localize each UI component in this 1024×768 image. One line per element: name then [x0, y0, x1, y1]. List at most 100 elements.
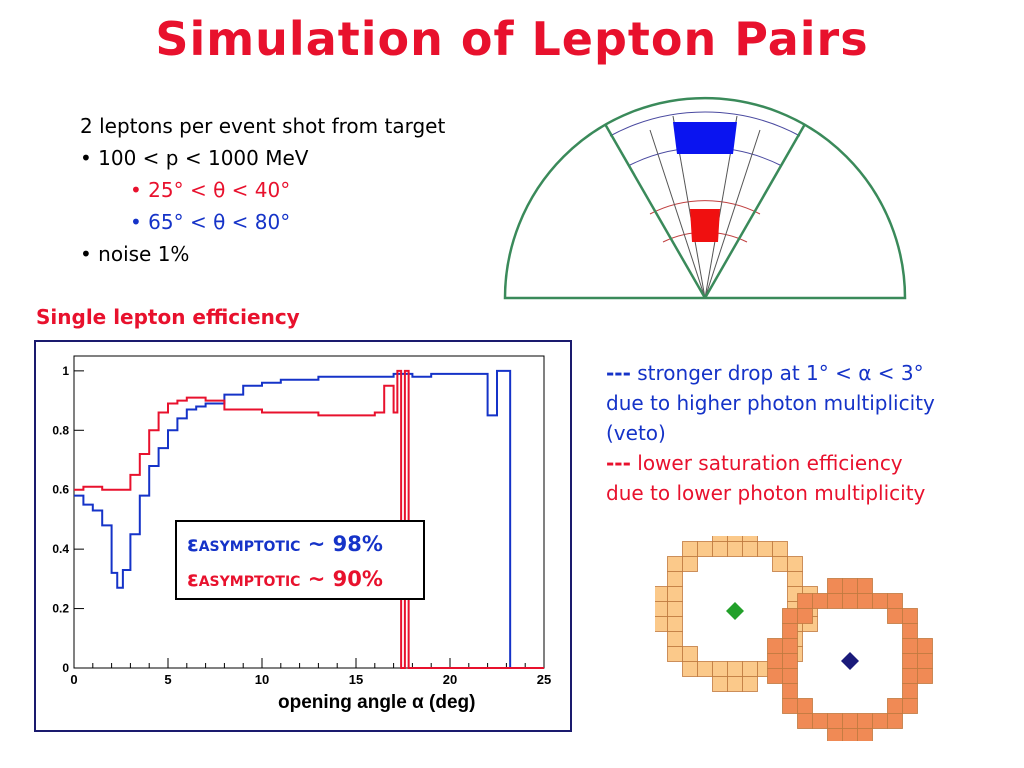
ring-cell-light	[667, 586, 683, 602]
ring-cell-dark	[782, 653, 798, 669]
x-tick-label: 20	[443, 672, 457, 687]
y-tick-label: 0	[62, 661, 69, 675]
note-red-text: lower saturation efficiency	[637, 451, 903, 475]
ring-cell-light	[787, 571, 803, 587]
ring-cell-dark	[887, 608, 903, 624]
epsilon-red: ε	[187, 567, 199, 591]
ring-cell-dark	[902, 683, 918, 699]
ring-cell-light	[682, 541, 698, 557]
asymptotic-blue: εASYMPTOTIC ~ 98%	[187, 528, 423, 563]
ring-cell-light	[712, 676, 728, 692]
asymptotic-red: εASYMPTOTIC ~ 90%	[187, 563, 423, 598]
ring-cell-dark	[812, 593, 828, 609]
ring-cell-dark	[917, 653, 933, 669]
ring-cell-light	[742, 661, 758, 677]
slide-title: Simulation of Lepton Pairs	[155, 12, 869, 66]
ring-cell-dark	[857, 593, 873, 609]
ring-cell-light	[667, 601, 683, 617]
ring-cell-dark	[917, 638, 933, 654]
ring-cell-light	[772, 556, 788, 572]
ring-cell-light	[655, 601, 668, 617]
ring-cell-dark	[827, 593, 843, 609]
ring-cell-light	[697, 661, 713, 677]
ring-cell-dark	[902, 638, 918, 654]
ring-cell-light	[712, 536, 728, 542]
ring-cell-dark	[872, 593, 888, 609]
ring-cell-dark	[842, 713, 858, 729]
plot-area	[73, 355, 545, 669]
ring-cell-dark	[767, 638, 783, 654]
ring-cell-dark	[917, 668, 933, 684]
ring-cell-light	[667, 571, 683, 587]
param-leptons: 2 leptons per event shot from target	[80, 114, 446, 138]
ring-cell-dark	[902, 608, 918, 624]
param-momentum: • 100 < p < 1000 MeV	[80, 146, 309, 170]
ring-cell-light	[655, 586, 668, 602]
ring-cell-light	[667, 631, 683, 647]
ring-cell-dark	[857, 578, 873, 594]
ring-cell-light	[682, 661, 698, 677]
ring-cell-dark	[797, 713, 813, 729]
calorimeter-rings-diagram	[655, 536, 933, 741]
y-tick-label: 1	[62, 364, 69, 378]
ring-cell-light	[742, 676, 758, 692]
ring-cell-dark	[902, 623, 918, 639]
ring-cell-dark	[902, 653, 918, 669]
ring-cell-light	[682, 646, 698, 662]
y-tick-label: 0.8	[52, 423, 69, 437]
ring-cell-light	[772, 541, 788, 557]
ring-cell-dark	[827, 713, 843, 729]
ring-cell-light	[742, 536, 758, 542]
note-blue-line3: (veto)	[606, 421, 666, 445]
red-hit-cell	[690, 209, 720, 242]
ring-cell-light	[787, 556, 803, 572]
note-blue: --- stronger drop at 1° < α < 3°	[606, 358, 935, 388]
red-dash: ---	[606, 451, 631, 475]
y-tick-label: 0.2	[52, 602, 69, 616]
blue-hit-cell	[673, 122, 737, 154]
ring-cell-dark	[902, 668, 918, 684]
note-red: --- lower saturation efficiency	[606, 448, 935, 478]
ring-cell-light	[727, 661, 743, 677]
ring-cell-dark	[857, 713, 873, 729]
epsilon-blue: ε	[187, 532, 199, 556]
ring-cell-dark	[782, 638, 798, 654]
ring-cell-light	[712, 541, 728, 557]
ring-cell-dark	[797, 593, 813, 609]
x-tick-label: 5	[164, 672, 171, 687]
x-tick-label: 25	[537, 672, 551, 687]
param-theta-red: • 25° < θ < 40°	[130, 178, 291, 202]
ring-cell-dark	[767, 668, 783, 684]
series-line-red	[74, 369, 544, 669]
asymptotic-blue-sub: ASYMPTOTIC	[198, 539, 301, 555]
ring-cell-dark	[797, 698, 813, 714]
ring-cell-dark	[887, 713, 903, 729]
y-tick-label: 0.4	[52, 542, 69, 556]
ring-cell-dark	[782, 683, 798, 699]
ring-cell-dark	[812, 713, 828, 729]
ring-cell-dark	[842, 728, 858, 741]
x-tick-label: 10	[255, 672, 269, 687]
ring-cell-light	[697, 541, 713, 557]
x-tick-label: 0	[70, 672, 77, 687]
simulation-parameters: 2 leptons per event shot from target • 1…	[80, 110, 445, 270]
detector-diagram	[503, 96, 907, 300]
note-blue-text: stronger drop at 1° < α < 3°	[637, 361, 924, 385]
asymptotic-red-value: ~ 90%	[307, 567, 383, 591]
ring-cell-dark	[767, 653, 783, 669]
ring-cell-light	[727, 676, 743, 692]
ring-cell-light	[727, 536, 743, 542]
ring-cell-dark	[842, 578, 858, 594]
ring-cell-dark	[902, 698, 918, 714]
note-blue-line2: due to higher photon multiplicity	[606, 391, 935, 415]
ring-cell-light	[667, 556, 683, 572]
ring-cell-dark	[887, 593, 903, 609]
efficiency-title: Single lepton efficiency	[36, 305, 300, 329]
ring-cell-dark	[887, 698, 903, 714]
ring-cell-dark	[842, 593, 858, 609]
asymptotic-red-sub: ASYMPTOTIC	[198, 574, 301, 590]
ring-cell-dark	[782, 623, 798, 639]
series-line-blue	[74, 369, 520, 669]
ring-cell-light	[667, 616, 683, 632]
